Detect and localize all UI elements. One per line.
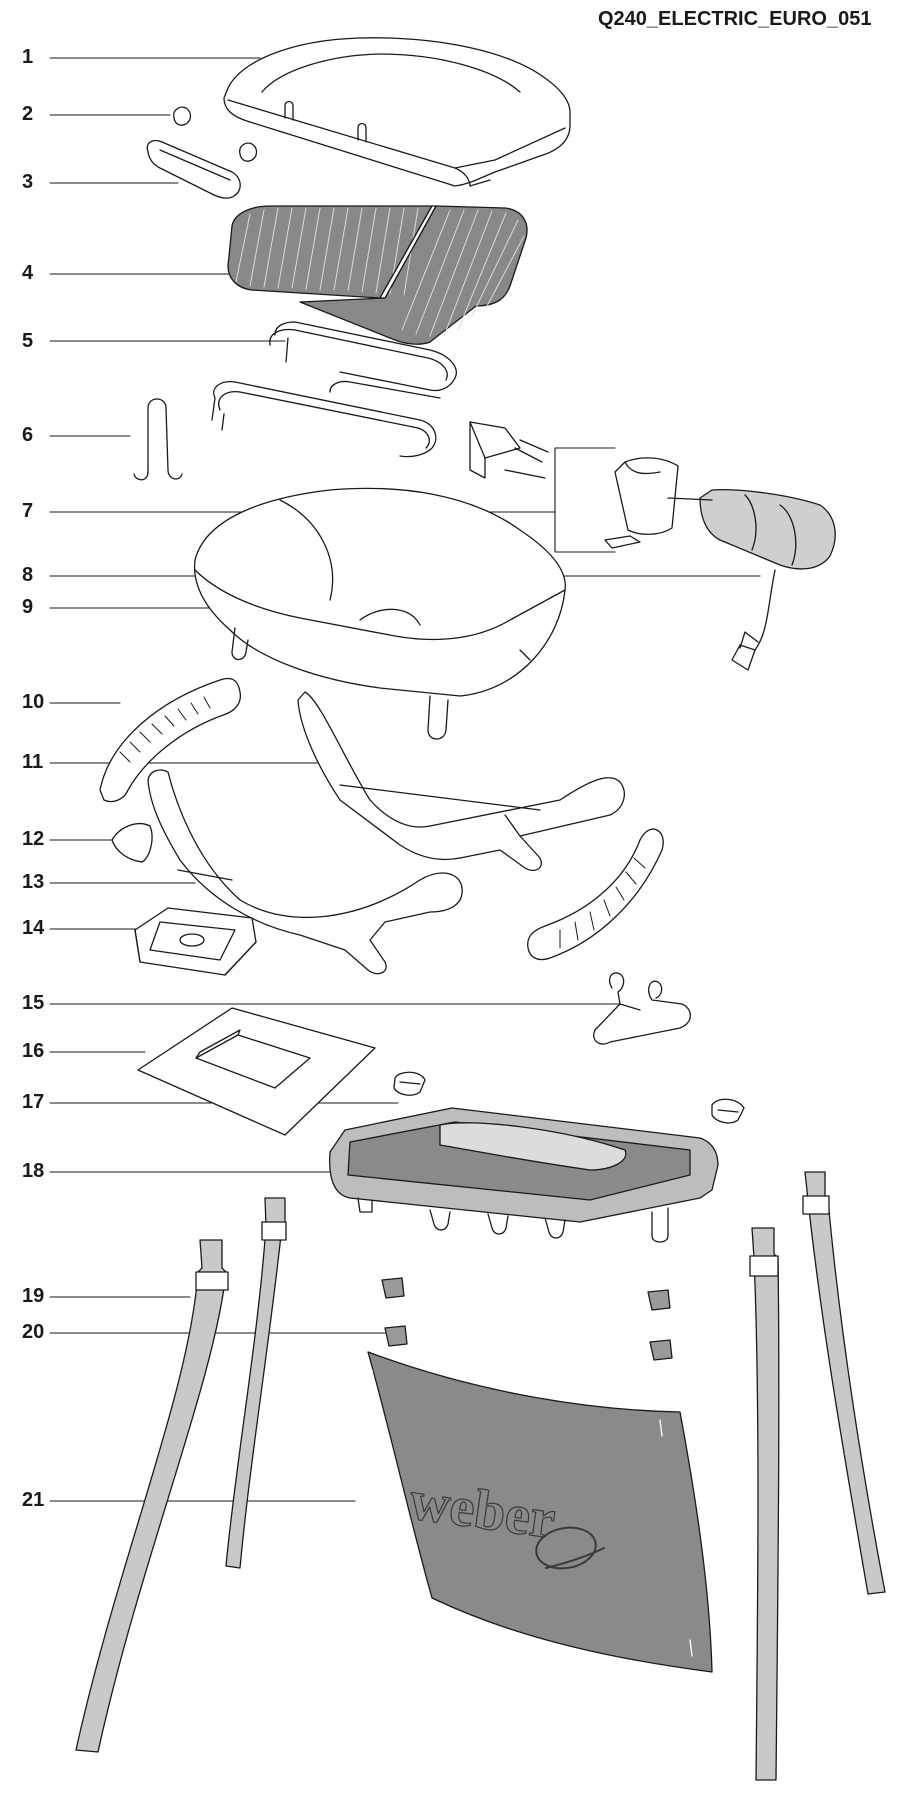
callout-5: 5 xyxy=(22,330,34,352)
callout-18: 18 xyxy=(22,1160,45,1182)
part-10-side-handle xyxy=(99,677,242,803)
part-3-handle xyxy=(146,139,241,199)
callout-13: 13 xyxy=(22,871,45,893)
callout-17: 17 xyxy=(22,1091,45,1113)
callout-4: 4 xyxy=(22,262,34,284)
part-11-frame-right xyxy=(297,691,625,872)
part-7-control-cover xyxy=(604,457,679,549)
callout-11: 11 xyxy=(22,751,44,773)
callout-14: 14 xyxy=(22,917,45,939)
callout-12: 12 xyxy=(22,828,45,850)
callout-16: 16 xyxy=(22,1040,45,1062)
part-9-cookbox xyxy=(193,487,566,740)
part-8-controller xyxy=(667,489,836,671)
callout-15: 15 xyxy=(22,992,45,1014)
part-12-clip xyxy=(111,823,153,863)
part-2-knobs xyxy=(173,106,258,162)
part-13-frame-left xyxy=(147,769,463,975)
part-15-wire-hanger xyxy=(593,972,692,1045)
part-19-legs-left xyxy=(75,1197,287,1753)
part-4-grate xyxy=(227,205,528,345)
callout-2: 2 xyxy=(22,103,34,125)
callout-21: 21 xyxy=(22,1489,45,1511)
part-6-hook xyxy=(133,398,183,481)
part-5-heating-element xyxy=(211,321,549,479)
part-18-base-tray xyxy=(329,1107,719,1243)
part-14-drip-tray xyxy=(134,907,257,976)
part-21-front-panel: weber xyxy=(367,1351,713,1673)
callout-3: 3 xyxy=(22,171,34,193)
callout-6: 6 xyxy=(22,424,34,446)
part-17-clips xyxy=(393,1071,745,1124)
diagram-code: Q240_ELECTRIC_EURO_051 xyxy=(598,8,872,30)
callout-19: 19 xyxy=(22,1285,45,1307)
part-19-legs-right xyxy=(749,1171,886,1781)
callout-10: 10 xyxy=(22,691,45,713)
part-10b-side-handle xyxy=(527,828,664,961)
callout-1: 1 xyxy=(22,46,34,68)
part-20-leg-sockets xyxy=(381,1277,673,1361)
part-1-lid xyxy=(223,37,571,187)
callout-8: 8 xyxy=(22,564,34,586)
callout-9: 9 xyxy=(22,596,34,618)
part-16-liner-sheet xyxy=(137,1007,376,1136)
callout-7: 7 xyxy=(22,500,34,522)
callout-20: 20 xyxy=(22,1321,45,1343)
